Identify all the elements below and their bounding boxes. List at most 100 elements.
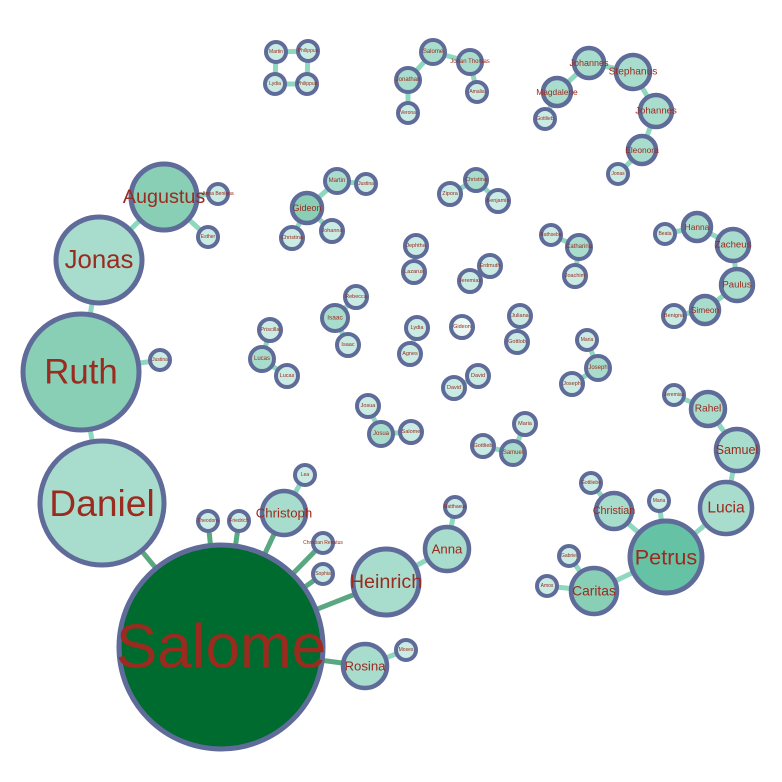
node-beata[interactable]: Beata <box>653 222 677 246</box>
node-circle[interactable] <box>661 303 687 329</box>
node-circle[interactable] <box>323 167 351 195</box>
node-circle[interactable] <box>296 39 320 63</box>
node-circle[interactable] <box>128 161 200 233</box>
node-verona[interactable]: Verona <box>396 101 420 125</box>
node-circle[interactable] <box>627 518 705 596</box>
node-caritas[interactable]: Caritas <box>568 565 620 617</box>
node-david2[interactable]: David <box>441 375 467 401</box>
node-theodora[interactable]: Theodora <box>196 509 220 533</box>
node-augustus[interactable]: Augustus <box>123 161 206 233</box>
node-daniel[interactable]: Daniel <box>37 438 167 568</box>
node-rosina[interactable]: Rosina <box>340 641 390 691</box>
node-circle[interactable] <box>401 259 427 285</box>
node-circle[interactable] <box>449 314 475 340</box>
node-jephtha[interactable]: Jephtha <box>403 233 429 259</box>
node-gottlieb1[interactable]: Gottlieb <box>533 107 557 131</box>
node-circle[interactable] <box>463 167 489 193</box>
node-circle[interactable] <box>540 75 574 109</box>
node-circle[interactable] <box>354 172 378 196</box>
node-circle[interactable] <box>227 509 251 533</box>
node-christian[interactable]: Christian <box>593 490 636 532</box>
node-circle[interactable] <box>465 80 489 104</box>
node-circle[interactable] <box>248 345 276 373</box>
node-circle[interactable] <box>718 266 756 304</box>
node-circle[interactable] <box>206 182 230 206</box>
node-justina2[interactable]: Justina <box>354 172 378 196</box>
node-zipora[interactable]: Zipora <box>437 181 463 207</box>
node-maria1[interactable]: Maria <box>575 328 599 352</box>
node-circle[interactable] <box>507 303 533 329</box>
node-circle[interactable] <box>289 190 325 226</box>
node-hanna[interactable]: Hanna <box>680 210 714 244</box>
node-circle[interactable] <box>350 546 422 618</box>
node-circle[interactable] <box>335 332 361 358</box>
node-isaac2[interactable]: Isaac <box>335 332 361 358</box>
node-christina2[interactable]: Christina <box>463 167 489 193</box>
node-josua1[interactable]: Josua <box>355 393 381 419</box>
node-samuel1[interactable]: Samuel <box>499 439 527 467</box>
node-circle[interactable] <box>575 328 599 352</box>
node-stephanus[interactable]: Stephanus <box>609 52 658 92</box>
node-johanthomas[interactable]: Johan Thomas <box>450 48 490 76</box>
node-petrus[interactable]: Petrus <box>627 518 705 596</box>
node-circle[interactable] <box>437 181 463 207</box>
node-johanna[interactable]: Johanna <box>319 218 345 244</box>
node-circle[interactable] <box>320 303 350 333</box>
node-circle[interactable] <box>579 471 603 495</box>
node-matthaeus[interactable]: Matthaeus <box>443 495 467 519</box>
node-isaac1[interactable]: Isaac <box>320 303 350 333</box>
node-rebecca[interactable]: Rebecca <box>343 284 369 310</box>
node-jeremias2[interactable]: Jeremias <box>662 383 686 407</box>
node-gottlieb2[interactable]: Gottlieb <box>470 433 496 459</box>
node-circle[interactable] <box>355 393 381 419</box>
node-christoph[interactable]: Christoph <box>256 488 312 538</box>
node-juliana[interactable]: Juliana <box>507 303 533 329</box>
node-amos[interactable]: Amos <box>535 574 559 598</box>
node-circle[interactable] <box>343 284 369 310</box>
node-rahel[interactable]: Rahel <box>688 389 728 429</box>
node-salome[interactable]: Salome <box>116 542 326 752</box>
node-joseph1[interactable]: Joseph <box>584 354 612 382</box>
node-jonas2[interactable]: Jonas <box>606 162 630 186</box>
node-circle[interactable] <box>259 488 309 538</box>
node-salome2[interactable]: Salome <box>419 38 447 66</box>
node-friedrich[interactable]: Friedrich <box>227 509 251 533</box>
node-circle[interactable] <box>264 40 288 64</box>
node-johannes1[interactable]: Johannes <box>569 45 609 81</box>
node-circle[interactable] <box>403 233 429 259</box>
node-jonas[interactable]: Jonas <box>53 214 145 306</box>
node-circle[interactable] <box>593 490 635 532</box>
node-circle[interactable] <box>680 210 714 244</box>
node-circle[interactable] <box>613 52 653 92</box>
node-moses[interactable]: Moses <box>394 638 418 662</box>
node-joachim[interactable]: Joachim <box>562 263 588 289</box>
node-benigna[interactable]: Benigna <box>661 303 687 329</box>
node-circle[interactable] <box>504 329 530 355</box>
node-circle[interactable] <box>584 354 612 382</box>
node-circle[interactable] <box>456 48 484 76</box>
node-jonathan[interactable]: Jonathan <box>394 66 422 94</box>
node-circle[interactable] <box>637 92 675 130</box>
node-eleonora[interactable]: Eleonora <box>625 133 659 167</box>
node-bathseba[interactable]: Bathseba <box>539 223 563 247</box>
node-circle[interactable] <box>116 542 326 752</box>
node-sophia[interactable]: Sophia <box>311 562 335 586</box>
node-circle[interactable] <box>562 263 588 289</box>
node-circle[interactable] <box>196 509 220 533</box>
node-priscilla[interactable]: Priscilla <box>257 317 283 343</box>
node-lucas2[interactable]: Lucas <box>274 363 300 389</box>
node-circle[interactable] <box>394 66 422 94</box>
node-erdmuth[interactable]: Erdmuth <box>477 253 503 279</box>
node-martin1[interactable]: Martin <box>264 40 288 64</box>
node-simeon[interactable]: Simeon <box>688 293 722 327</box>
node-circle[interactable] <box>311 562 335 586</box>
node-circle[interactable] <box>470 433 496 459</box>
node-maria2[interactable]: Maria <box>512 411 538 437</box>
node-circle[interactable] <box>293 463 317 487</box>
node-salome3[interactable]: Salome <box>398 419 424 445</box>
node-circle[interactable] <box>653 222 677 246</box>
node-lydia1[interactable]: Lydia <box>263 72 287 96</box>
node-joseph2[interactable]: Joseph <box>559 371 585 397</box>
node-circle[interactable] <box>319 218 345 244</box>
node-amalia[interactable]: Amalia <box>465 80 489 104</box>
